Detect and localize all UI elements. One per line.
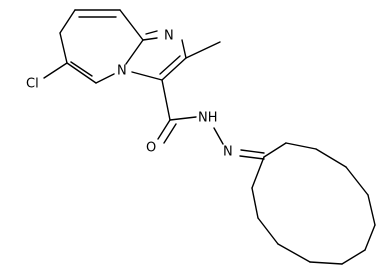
atom-label-layer: Cl N N O NH N <box>26 29 233 160</box>
bond-c7a-n1 <box>142 37 158 41</box>
bond-ring-b <box>285 142 317 150</box>
bond-c7a-n4 <box>125 39 144 65</box>
bond-ring-k <box>251 187 259 219</box>
bond-n4-c3 <box>95 73 115 84</box>
chlorine-atom-label: Cl <box>26 77 39 92</box>
bond-ring-c <box>315 148 347 168</box>
bond-c2-c1 <box>59 32 68 64</box>
bond-ring-g <box>341 249 366 265</box>
bond-ring-j <box>257 217 279 245</box>
carbonyl-oxygen-label: O <box>146 141 156 156</box>
hydrazide-nh-label: NH <box>198 111 218 126</box>
bond-ring-f <box>364 224 376 251</box>
bond-ring-l <box>251 156 265 189</box>
bond-ring-d <box>345 166 369 196</box>
bond-carbonyl-nh <box>169 116 197 121</box>
bond-n-c1-second <box>240 149 265 154</box>
bond-n1-c2m <box>181 39 187 59</box>
bond-c3-c2-inner <box>70 61 93 77</box>
bond-ring-i <box>277 243 311 263</box>
bond-ring-h <box>309 261 343 265</box>
hydrazone-nitrogen-label: N <box>223 145 233 160</box>
bond-layer <box>43 9 376 265</box>
bond-ring-e <box>367 194 376 226</box>
bond-carbonyl-o-second <box>163 123 177 144</box>
imidazole-nitrogen-label: N <box>164 29 174 44</box>
bond-c3-n4 <box>131 71 163 81</box>
bond-c7a-n1-inner <box>145 30 158 35</box>
bond-n-c1 <box>239 155 265 160</box>
bond-c3-c2 <box>66 62 97 84</box>
bridgehead-nitrogen-label: N <box>117 64 127 79</box>
bond-c1-c5 <box>59 9 76 34</box>
bond-nh-n <box>213 127 224 145</box>
bond-c2m-c3-inner <box>159 55 181 75</box>
bond-ring-a <box>263 142 287 158</box>
bond-c2-cl <box>43 62 68 79</box>
bond-c6-c7a <box>119 9 144 41</box>
bond-c3-carbonyl <box>161 79 171 121</box>
bond-c2m-methyl <box>185 41 221 59</box>
bond-c2m-c3 <box>161 57 187 81</box>
bond-carbonyl-o <box>157 119 171 140</box>
